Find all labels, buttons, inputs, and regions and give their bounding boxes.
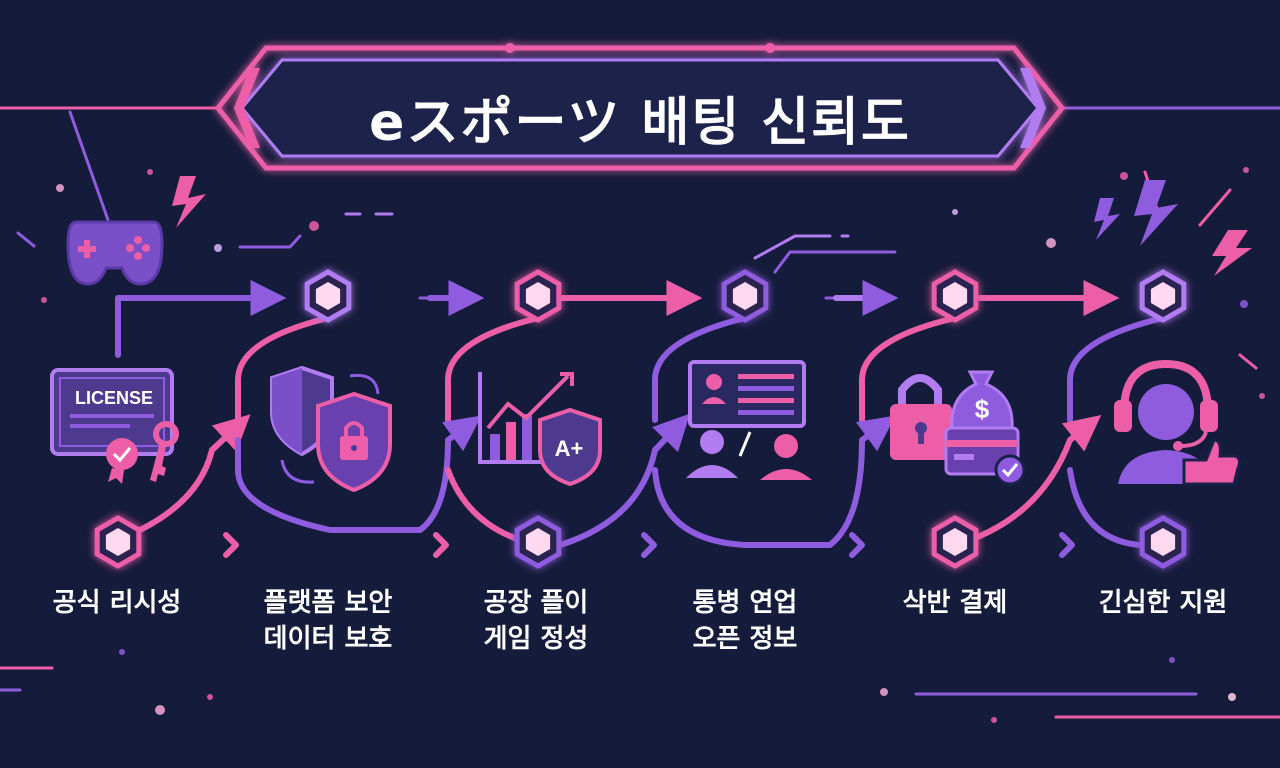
hex-node-bottom xyxy=(94,515,142,569)
flow-nodes xyxy=(94,269,1187,569)
step-label-3: 공장 플이 게임 정성 xyxy=(436,585,636,657)
title-banner xyxy=(214,43,1066,171)
connector-wave xyxy=(137,414,251,533)
step-label-6: 긴심한 지원 xyxy=(1063,585,1263,621)
connector-wave xyxy=(652,315,748,423)
connector-wave xyxy=(445,315,541,423)
hex-node-top xyxy=(721,269,769,323)
connector-chevron xyxy=(1059,532,1075,558)
step-label-line: 공식 리시성 xyxy=(52,588,182,618)
step-label-line: 삭반 결제 xyxy=(902,588,1008,618)
step-label-line: 게임 정성 xyxy=(483,624,589,654)
support-headset-thumbs-up-icon xyxy=(1114,359,1242,486)
license-certificate-key-icon: LICENSE xyxy=(50,368,179,484)
hex-node-bottom xyxy=(514,515,562,569)
connector-wave xyxy=(1067,315,1166,423)
connector-top xyxy=(115,280,287,358)
payment-lock-moneybag-card-icon: $ xyxy=(890,370,1026,486)
background-sparkles xyxy=(41,167,1265,723)
connector-chevron xyxy=(433,532,449,558)
connector-wave xyxy=(1067,467,1143,548)
step-label-5: 삭반 결제 xyxy=(855,585,1055,621)
hex-node-top xyxy=(304,269,352,323)
step-label-line: 오픈 정보 xyxy=(692,624,798,654)
background-circuit-lines xyxy=(0,106,1280,719)
connector-wave xyxy=(235,415,482,533)
hex-node-bottom xyxy=(931,515,979,569)
step-label-2: 플랫폼 보안 데이터 보호 xyxy=(228,585,428,657)
connector-wave xyxy=(235,315,331,423)
gamepad-icon xyxy=(66,220,164,286)
connector-wave xyxy=(859,315,958,423)
connector-chevron xyxy=(223,532,239,558)
step-label-line: 공장 플이 xyxy=(483,588,589,618)
hex-node-top xyxy=(1139,269,1187,323)
hex-node-bottom xyxy=(1139,515,1187,569)
hex-node-top xyxy=(514,269,562,323)
step-label-line: 데이터 보호 xyxy=(263,624,393,654)
grade-label: A+ xyxy=(555,436,584,461)
connector-wave xyxy=(652,415,896,548)
connector-chevron xyxy=(849,532,865,558)
step-label-4: 통병 연업 오픈 정보 xyxy=(645,585,845,657)
step-label-line: 긴심한 지원 xyxy=(1098,588,1228,618)
growth-chart-shield-icon: A+ xyxy=(478,372,602,487)
lightning-icon xyxy=(172,176,1252,276)
hex-node-top xyxy=(931,269,979,323)
step-label-line: 통병 연업 xyxy=(692,588,798,618)
page-title: eスポーツ 배팅 신뢰도 xyxy=(369,92,911,153)
dollar-sign-icon: $ xyxy=(975,394,990,424)
license-label: LICENSE xyxy=(75,388,153,408)
flow-connectors xyxy=(115,280,1166,558)
security-shield-lock-icon xyxy=(270,365,392,493)
connector-chevron xyxy=(641,532,657,558)
step-label-1: 공식 리시성 xyxy=(17,585,217,621)
connector-wave xyxy=(557,413,690,548)
dashboard-people-icon xyxy=(686,360,812,480)
step-label-line: 플랫폼 보안 xyxy=(263,588,393,618)
